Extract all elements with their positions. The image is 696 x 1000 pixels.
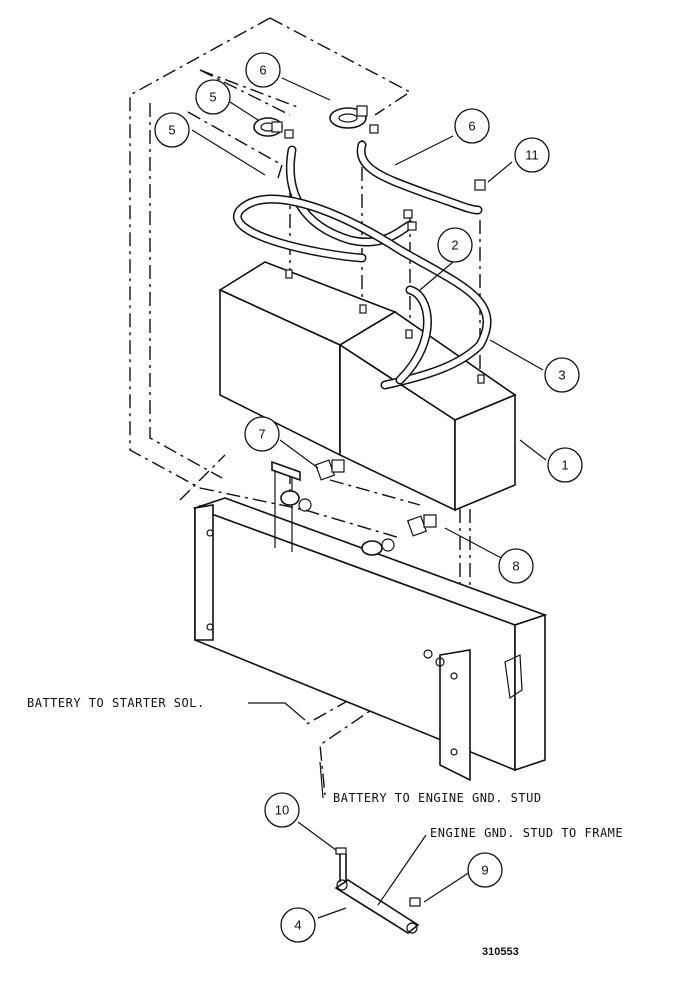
callout-8: 8 (498, 548, 534, 584)
svg-text:10: 10 (275, 803, 289, 818)
callout-6-upper: 6 (245, 52, 281, 88)
svg-text:1: 1 (561, 458, 568, 473)
svg-text:7: 7 (258, 427, 265, 442)
svg-text:4: 4 (294, 918, 301, 933)
callout-10: 10 (264, 792, 300, 828)
svg-text:8: 8 (512, 559, 519, 574)
label-battery-to-starter: BATTERY TO STARTER SOL. (27, 696, 205, 710)
svg-text:2: 2 (451, 238, 458, 253)
callout-1: 1 (547, 447, 583, 483)
callout-11: 11 (514, 137, 550, 173)
svg-text:3: 3 (558, 368, 565, 383)
callout-2: 2 (437, 227, 473, 263)
svg-text:11: 11 (525, 148, 539, 163)
callout-7: 7 (244, 416, 280, 452)
svg-text:5: 5 (209, 90, 216, 105)
svg-text:6: 6 (468, 119, 475, 134)
callout-3: 3 (544, 357, 580, 393)
cable-fittings (280, 459, 437, 556)
svg-text:9: 9 (481, 863, 488, 878)
battery-tray (192, 460, 548, 782)
svg-text:5: 5 (168, 123, 175, 138)
callout-5-lower: 5 (154, 112, 190, 148)
ground-strap (334, 847, 421, 934)
leader-lines (191, 77, 547, 919)
callout-9: 9 (467, 852, 503, 888)
figure-number: 310553 (482, 946, 519, 958)
label-battery-to-engine-gnd: BATTERY TO ENGINE GND. STUD (333, 791, 542, 805)
svg-text:6: 6 (259, 63, 266, 78)
terminal-clamps (253, 105, 486, 231)
callout-5-upper: 5 (195, 79, 231, 115)
callout-6-right: 6 (454, 108, 490, 144)
battery-right (338, 311, 517, 512)
callout-4: 4 (280, 907, 316, 943)
label-engine-gnd-to-frame: ENGINE GND. STUD TO FRAME (430, 826, 623, 840)
battery-cables (233, 140, 492, 390)
